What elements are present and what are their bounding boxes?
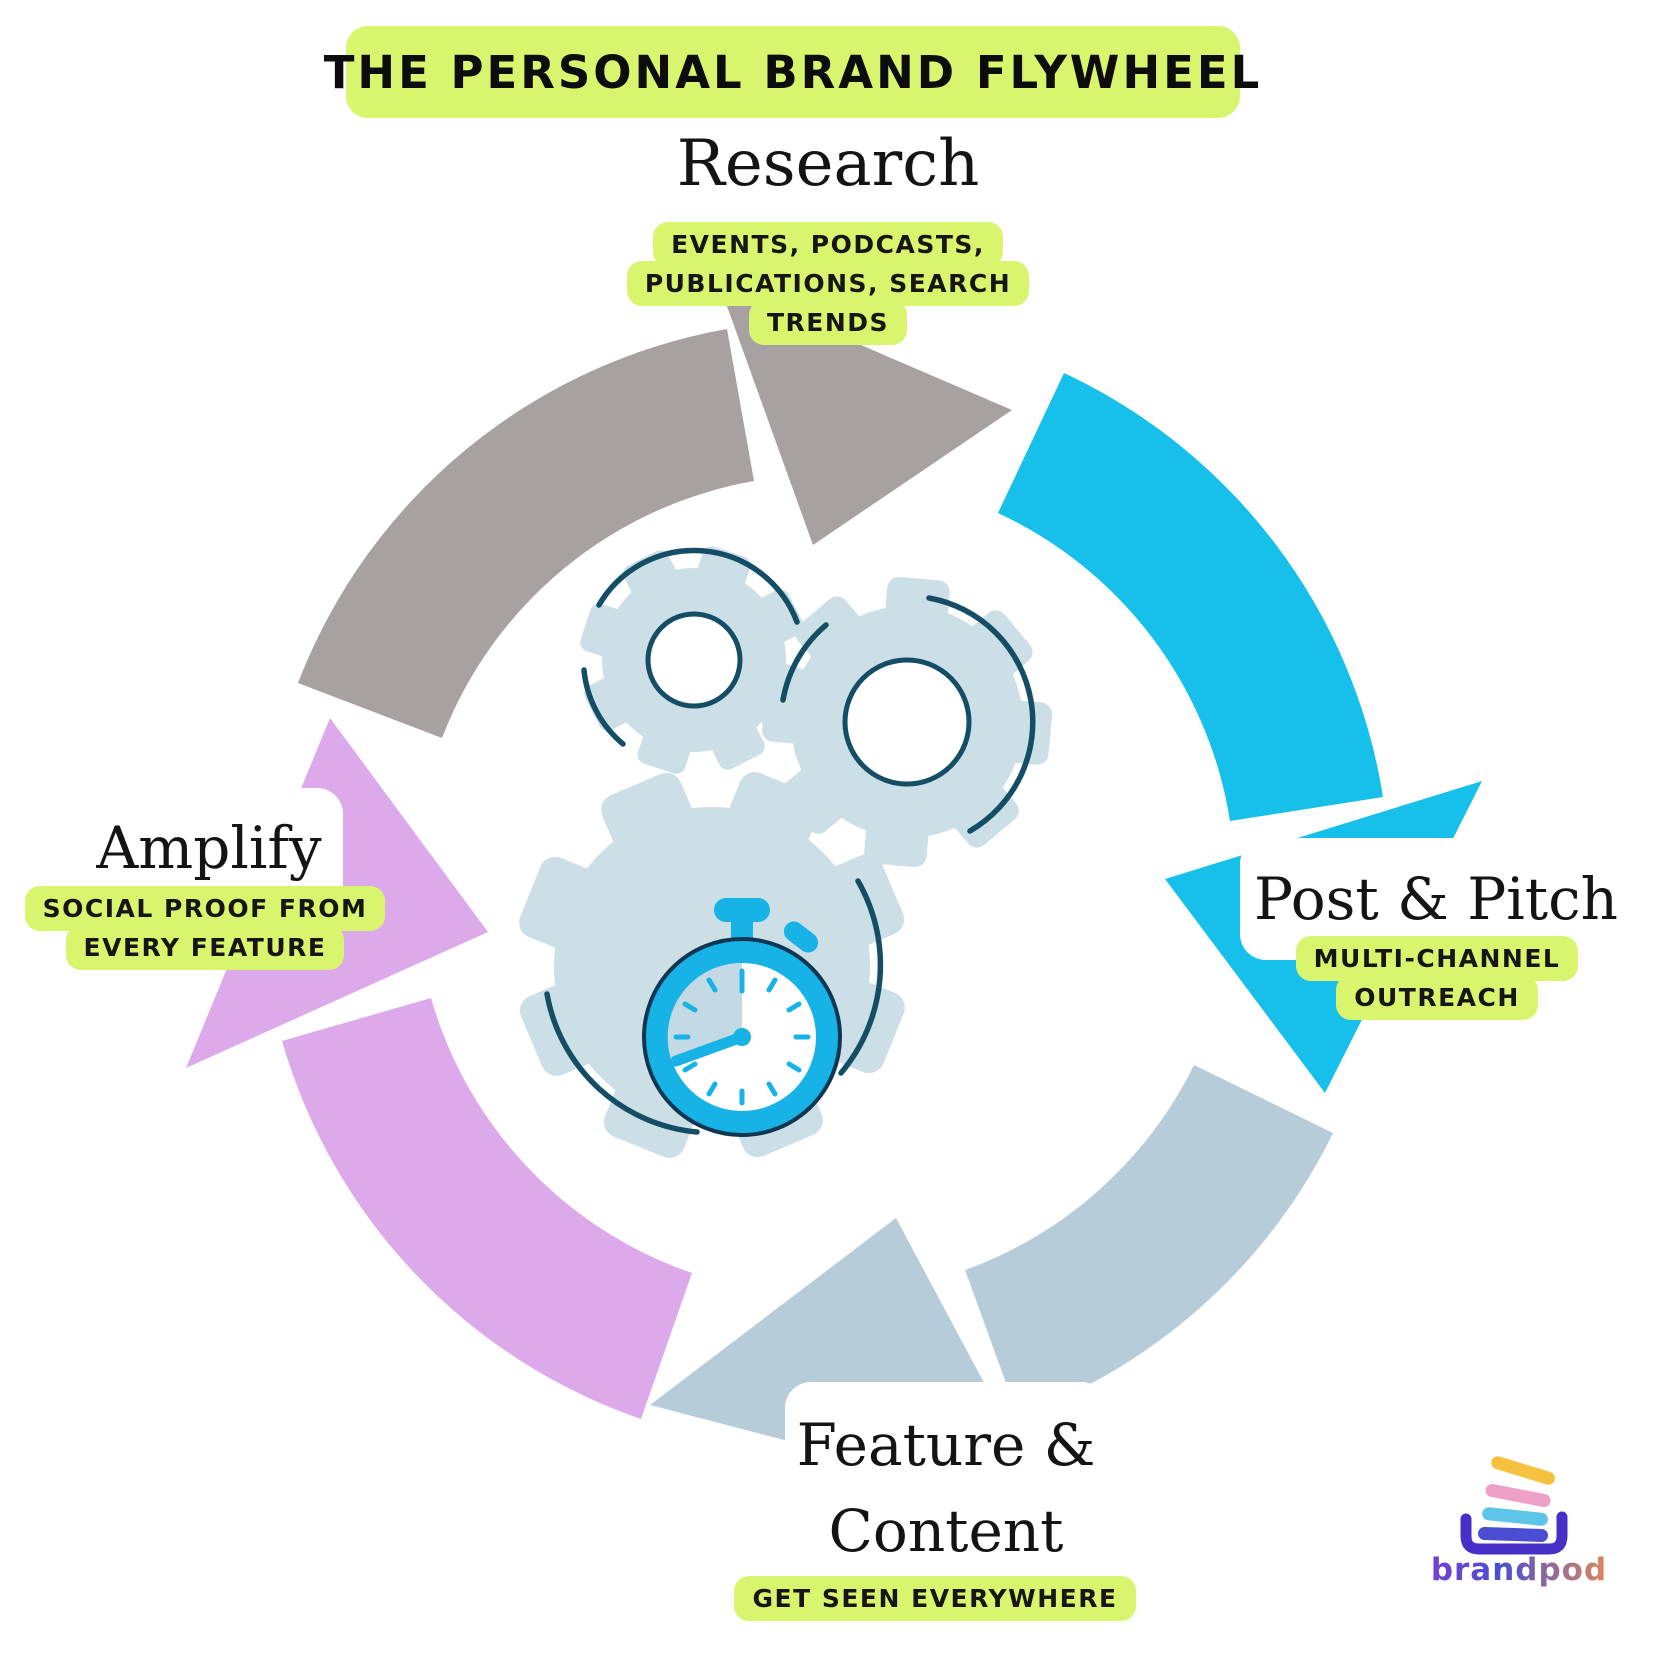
stage-label-research: Research bbox=[676, 127, 980, 201]
logo-bar-yellow bbox=[1491, 1456, 1555, 1485]
logo-bar-pink bbox=[1485, 1483, 1551, 1508]
caption-line: EVERY FEATURE bbox=[65, 925, 345, 970]
gears-icon bbox=[456, 516, 1063, 1221]
brandpod-logo-icon bbox=[1460, 1456, 1568, 1555]
caption-feature-content: GET SEEN EVERYWHERE bbox=[734, 1576, 1136, 1621]
gear-small-hole bbox=[645, 611, 743, 709]
stage-label-post-pitch: Post & Pitch bbox=[1254, 865, 1618, 933]
logo-bar-indigo bbox=[1478, 1527, 1549, 1542]
title-banner: THE PERSONAL BRAND FLYWHEEL bbox=[324, 26, 1259, 118]
stopwatch-ticks bbox=[673, 968, 811, 1106]
caption-line: MULTI-CHANNEL bbox=[1295, 936, 1579, 981]
gear-medium-hole bbox=[842, 657, 972, 787]
caption-post-pitch: MULTI-CHANNEL OUTREACH bbox=[1287, 936, 1587, 1020]
caption-line: TRENDS bbox=[748, 300, 908, 345]
stage-label-content: Content bbox=[828, 1497, 1064, 1565]
page-title: THE PERSONAL BRAND FLYWHEEL bbox=[323, 45, 1263, 99]
caption-research: EVENTS, PODCASTS, PUBLICATIONS, SEARCH T… bbox=[578, 222, 1078, 345]
flywheel-arrow-bands bbox=[282, 329, 1383, 1419]
caption-line: EVENTS, PODCASTS, bbox=[653, 222, 1003, 267]
caption-line: OUTREACH bbox=[1336, 975, 1538, 1020]
caption-line: GET SEEN EVERYWHERE bbox=[734, 1576, 1136, 1621]
arrow-band-feature-content bbox=[965, 1065, 1333, 1416]
arrow-band-post-pitch bbox=[998, 373, 1383, 821]
logo-bar-blue bbox=[1482, 1507, 1548, 1526]
arrow-band-research bbox=[298, 329, 754, 738]
stage-card-feature-content: Feature & Content bbox=[785, 1382, 1107, 1594]
arrow-head-research bbox=[719, 284, 1012, 545]
logo-base bbox=[1460, 1511, 1568, 1555]
arrow-band-amplify bbox=[282, 998, 692, 1419]
stage-label-amplify: Amplify bbox=[96, 814, 322, 882]
gear-sketch-outlines bbox=[544, 547, 1036, 1135]
stopwatch-crown-cap bbox=[714, 898, 770, 922]
stopwatch-hand bbox=[670, 1031, 748, 1067]
stopwatch-side-button bbox=[783, 921, 819, 953]
stage-label-feature: Feature & bbox=[796, 1411, 1096, 1479]
caption-line: PUBLICATIONS, SEARCH bbox=[626, 261, 1030, 306]
stopwatch-icon bbox=[642, 898, 842, 1137]
caption-amplify: SOCIAL PROOF FROM EVERY FEATURE bbox=[24, 886, 386, 970]
caption-line: SOCIAL PROOF FROM bbox=[24, 886, 386, 931]
brand-wordmark: brandpod bbox=[1424, 1552, 1614, 1588]
stopwatch-center-dot bbox=[733, 1028, 751, 1046]
